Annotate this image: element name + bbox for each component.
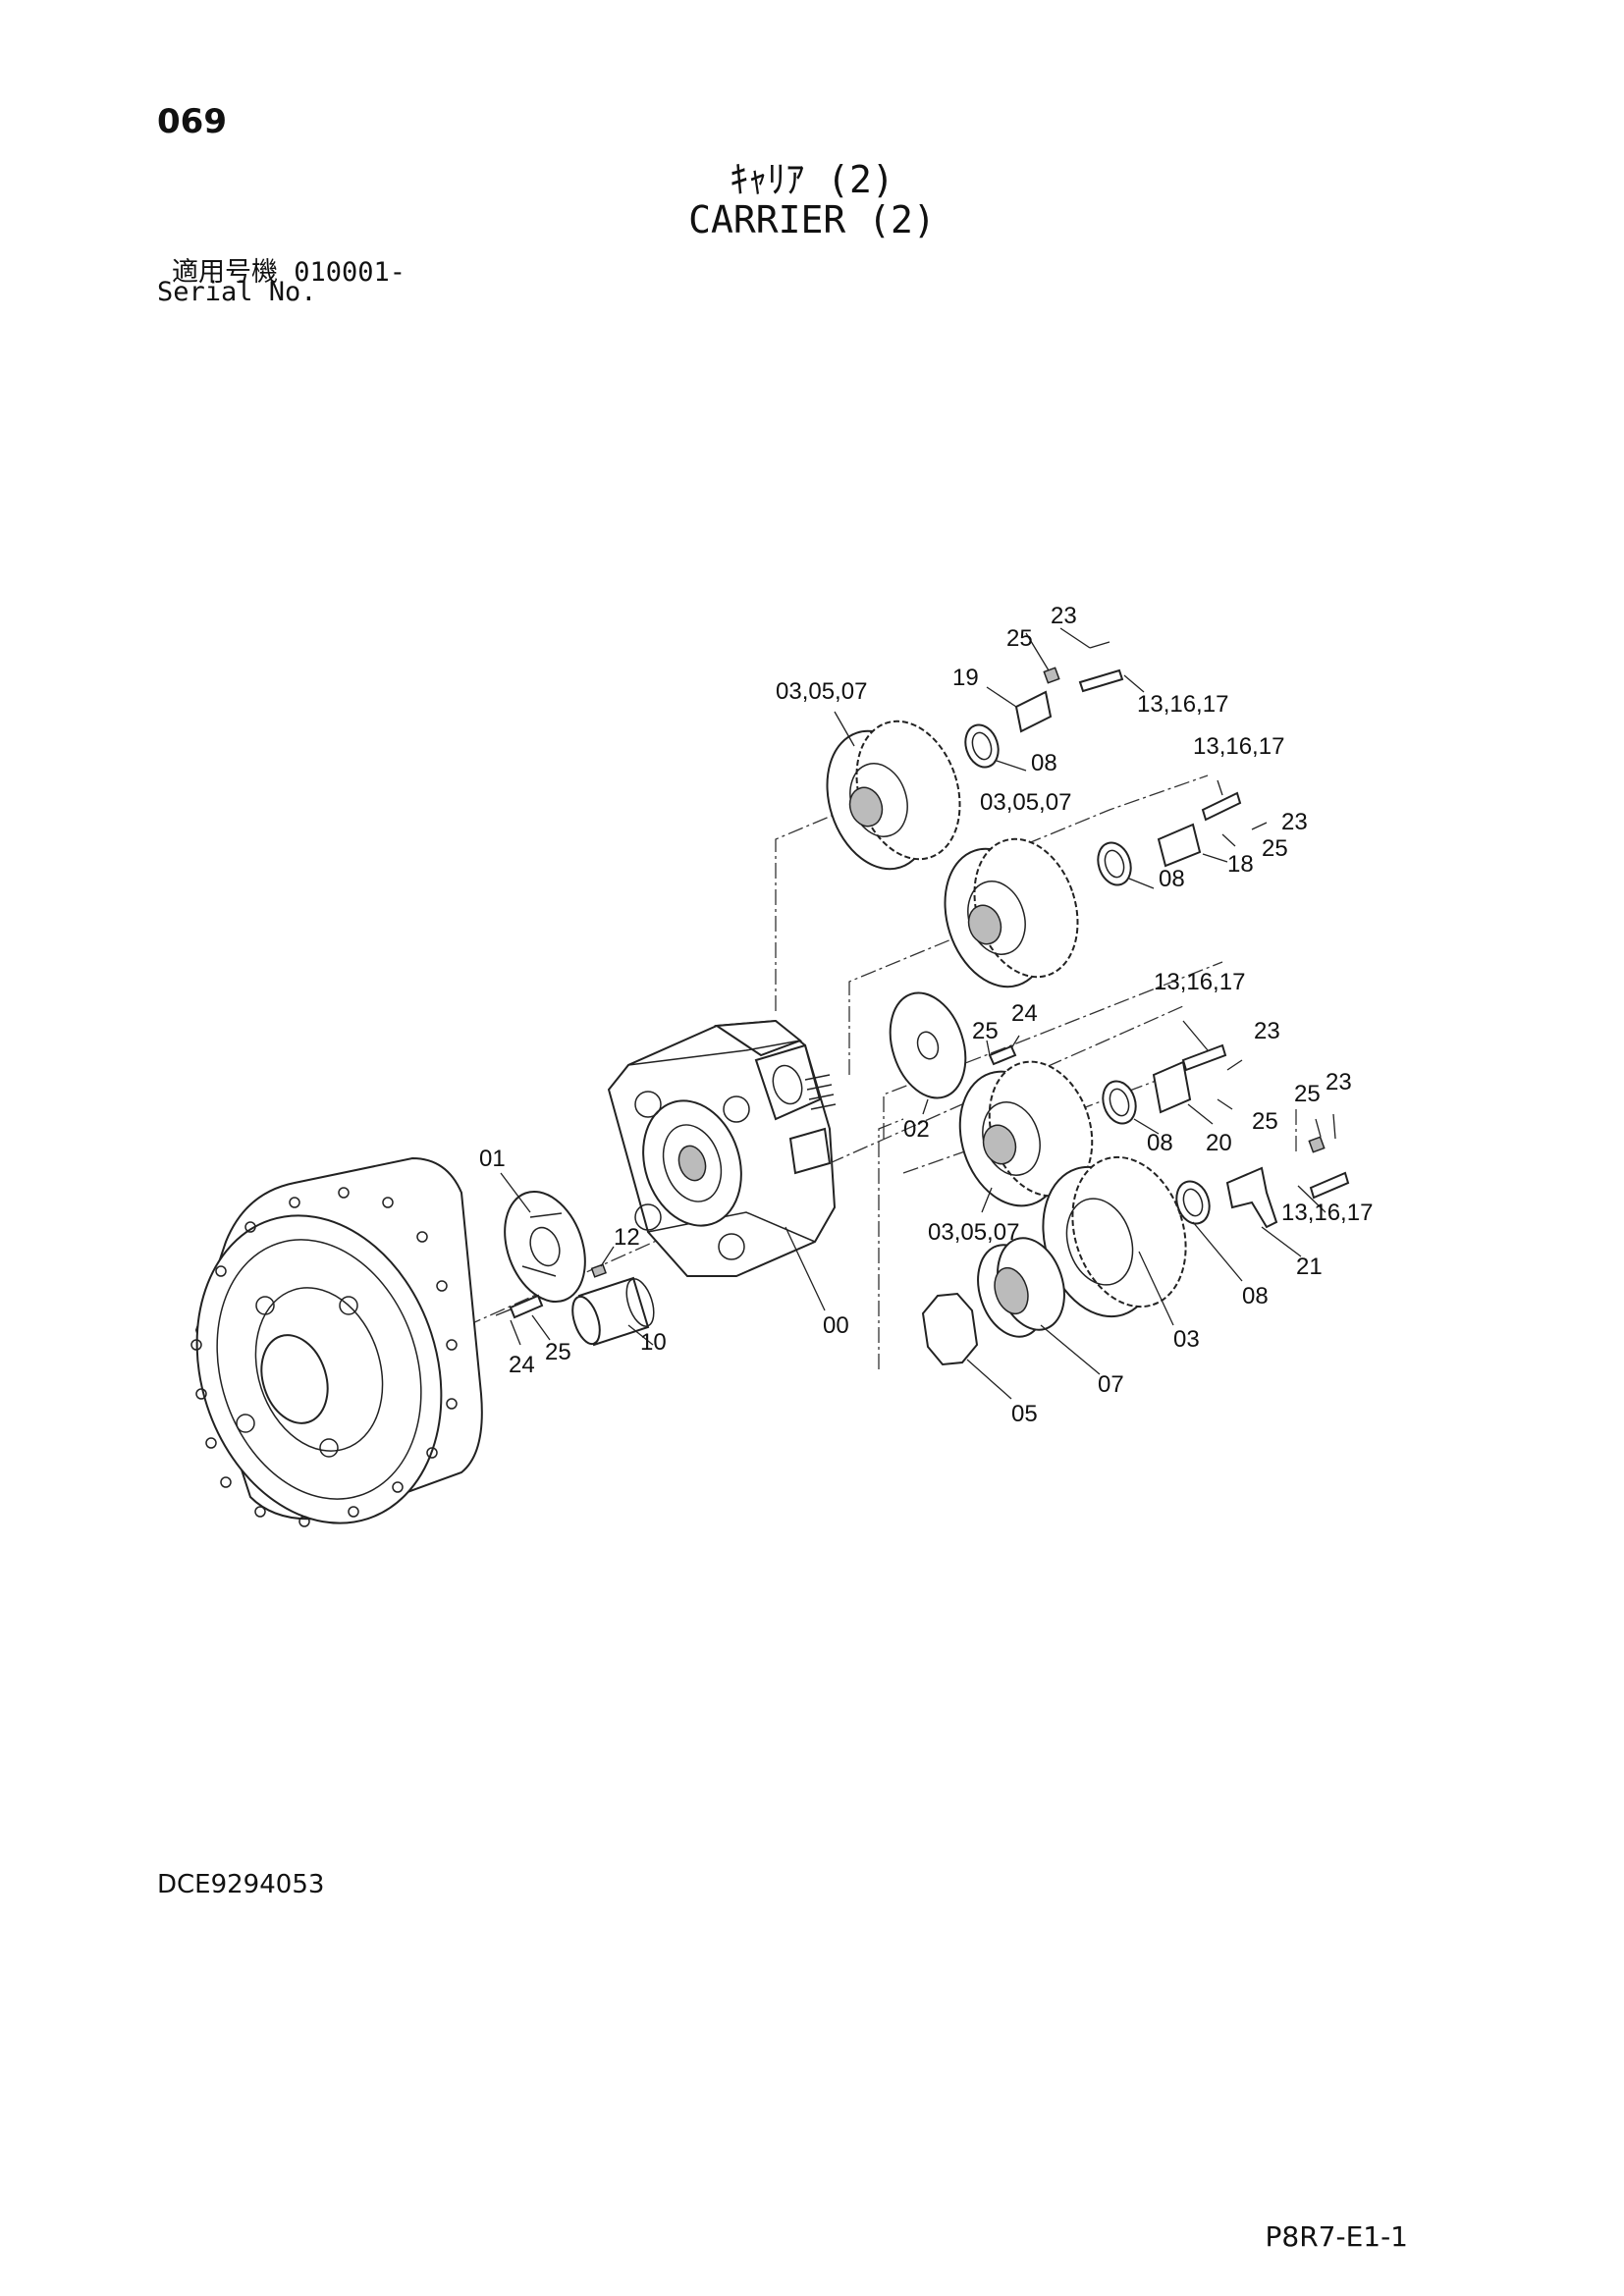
gear-upper (826, 720, 961, 871)
callout-10: 10 (640, 1329, 667, 1356)
part-00-carrier-housing (607, 1019, 837, 1277)
callout-13-16-17-lower: 13,16,17 (1154, 969, 1245, 995)
callout-13-16-17-right: 13,16,17 (1281, 1200, 1373, 1226)
callout-08-top: 08 (1031, 750, 1057, 776)
part-20-lock-plate (1152, 1060, 1192, 1114)
callout-18: 18 (1227, 851, 1254, 878)
callout-24-plate: 24 (1011, 1000, 1038, 1027)
part-03-gear (1042, 1155, 1187, 1318)
callout-labels: 01 12 10 25 24 00 02 25 24 03 07 05 08 2… (479, 603, 1373, 1427)
part-21-lock-plate (1225, 1166, 1278, 1229)
leader-lines (500, 627, 1336, 1400)
callout-25-left: 25 (545, 1339, 571, 1365)
part-01-plate (504, 1190, 586, 1304)
callout-24-left: 24 (509, 1352, 535, 1378)
title-japanese: ｷｬﾘｱ (2) (730, 158, 894, 201)
serial-value: 010001- (294, 257, 406, 288)
part-24-25-fasteners-right (988, 1044, 1017, 1066)
page-number: 069 (157, 102, 227, 141)
callout-23-lower: 23 (1254, 1018, 1280, 1044)
callout-25-middle: 25 (1262, 835, 1288, 862)
callout-13-16-17-middle: 13,16,17 (1193, 733, 1284, 760)
callout-08-lower: 08 (1147, 1130, 1173, 1156)
drawing-code: DCE9294053 (157, 1870, 325, 1899)
callout-25-lower: 25 (1252, 1108, 1278, 1135)
callout-03-05-07-lower: 03,05,07 (928, 1219, 1019, 1246)
part-13-bolt-middle (1201, 791, 1242, 822)
part-13-bolt-lower (1181, 1043, 1227, 1072)
callout-03-05-07-upper: 03,05,07 (776, 678, 867, 705)
part-18-lock-plate (1157, 823, 1202, 868)
callout-00: 00 (823, 1312, 849, 1339)
callout-01: 01 (479, 1146, 506, 1172)
part-25-bolt-top (1043, 667, 1060, 684)
part-02-plate (889, 991, 967, 1099)
page-code: P8R7-E1-1 (1265, 2220, 1409, 2253)
callout-03: 03 (1173, 1326, 1200, 1353)
part-12-plug (590, 1263, 607, 1278)
washer-08-right (1175, 1180, 1211, 1225)
part-23-pin-top (1089, 641, 1110, 649)
callout-05: 05 (1011, 1401, 1038, 1427)
callout-03-05-07-middle: 03,05,07 (980, 789, 1071, 816)
part-19-lock-plate (1014, 690, 1053, 733)
callout-12: 12 (614, 1224, 640, 1251)
callout-25-top: 25 (1006, 625, 1033, 652)
callout-08-right: 08 (1242, 1283, 1269, 1309)
title-english: CARRIER (2) (688, 198, 936, 241)
serial-row-japanese: 適用号機 010001- (172, 250, 406, 289)
callout-21: 21 (1296, 1254, 1323, 1280)
part-24-25-fasteners-left (495, 1294, 544, 1319)
part-10-pin (571, 1276, 655, 1347)
callout-25-plate: 25 (972, 1018, 999, 1044)
callout-02: 02 (903, 1116, 930, 1143)
washer-08-middle (1097, 841, 1132, 886)
part-13-bolt-top (1078, 668, 1124, 693)
gear-middle (944, 837, 1079, 988)
callout-25-right: 25 (1294, 1081, 1321, 1107)
callout-08-middle: 08 (1159, 866, 1185, 892)
part-25-bolt-right (1308, 1136, 1326, 1153)
callout-23-middle: 23 (1281, 809, 1308, 835)
callout-23-top: 23 (1051, 603, 1077, 629)
callout-19: 19 (952, 665, 979, 691)
callout-20: 20 (1206, 1130, 1232, 1156)
part-13-bolt-right (1309, 1171, 1350, 1200)
serial-label-japanese: 適用号機 (172, 257, 278, 288)
part-05-snap-ring (921, 1292, 979, 1366)
serial-label-english: Serial No. (157, 277, 317, 307)
callout-23-right: 23 (1326, 1069, 1352, 1095)
motor-drum-housing (190, 1156, 483, 1527)
washer-08-top (964, 723, 1000, 769)
part-07-bearing (977, 1237, 1065, 1338)
washer-08-lower (1102, 1080, 1137, 1125)
callout-13-16-17-top: 13,16,17 (1137, 691, 1228, 718)
gear-lower (958, 1060, 1094, 1207)
callout-07: 07 (1098, 1371, 1124, 1398)
